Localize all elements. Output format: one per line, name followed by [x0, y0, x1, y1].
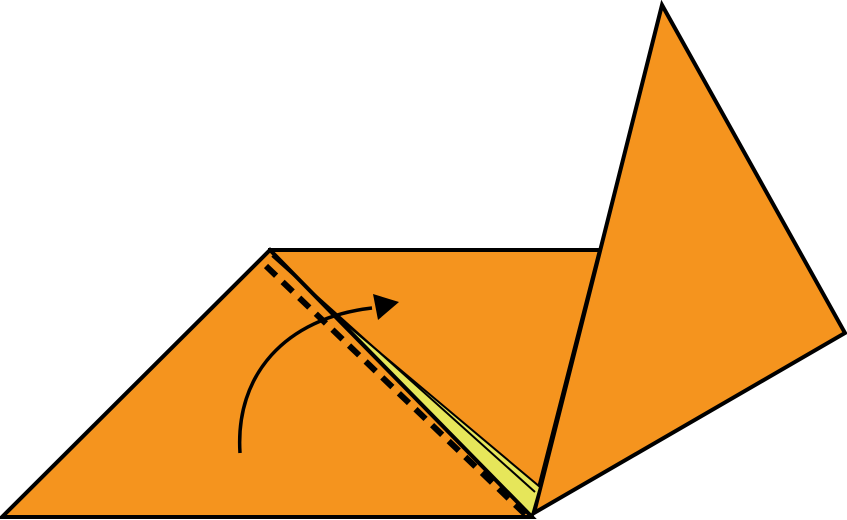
layer-edge-line	[271, 255, 536, 493]
valley-fold-dashed-line	[263, 263, 531, 520]
raised-right-flap	[530, 0, 847, 518]
fold-direction-arrow	[237, 306, 373, 454]
left-triangle-flap	[0, 247, 537, 519]
fold-arrow-head	[373, 294, 399, 320]
